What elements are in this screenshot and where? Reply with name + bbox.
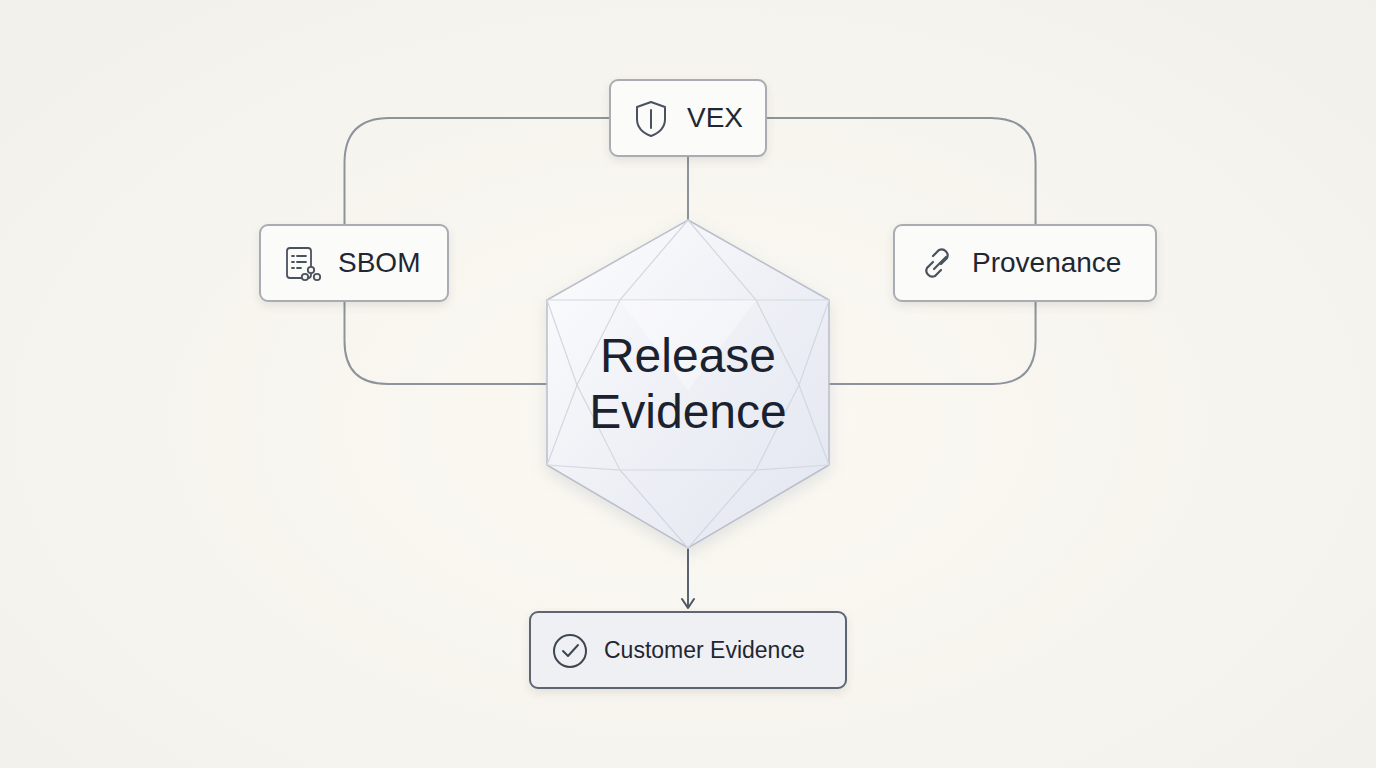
box-label: Customer Evidence: [604, 637, 805, 664]
box-label: Provenance: [972, 247, 1121, 279]
connector: [345, 302, 548, 384]
process-box: Provenance: [893, 224, 1157, 302]
process-box: VEX: [609, 79, 767, 157]
connector: [687, 548, 689, 608]
connector: [687, 157, 689, 220]
connector: [345, 118, 610, 224]
box-label: SBOM: [338, 247, 420, 279]
polyhedron-shape: [547, 220, 829, 548]
hub-label: Release Evidence: [568, 328, 808, 440]
connector: [829, 302, 1036, 384]
process-box: Customer Evidence: [529, 611, 847, 689]
connector: [767, 118, 1036, 224]
box-label: VEX: [687, 102, 743, 134]
process-box: SBOM: [259, 224, 449, 302]
hub-node: Release Evidence: [547, 220, 829, 548]
